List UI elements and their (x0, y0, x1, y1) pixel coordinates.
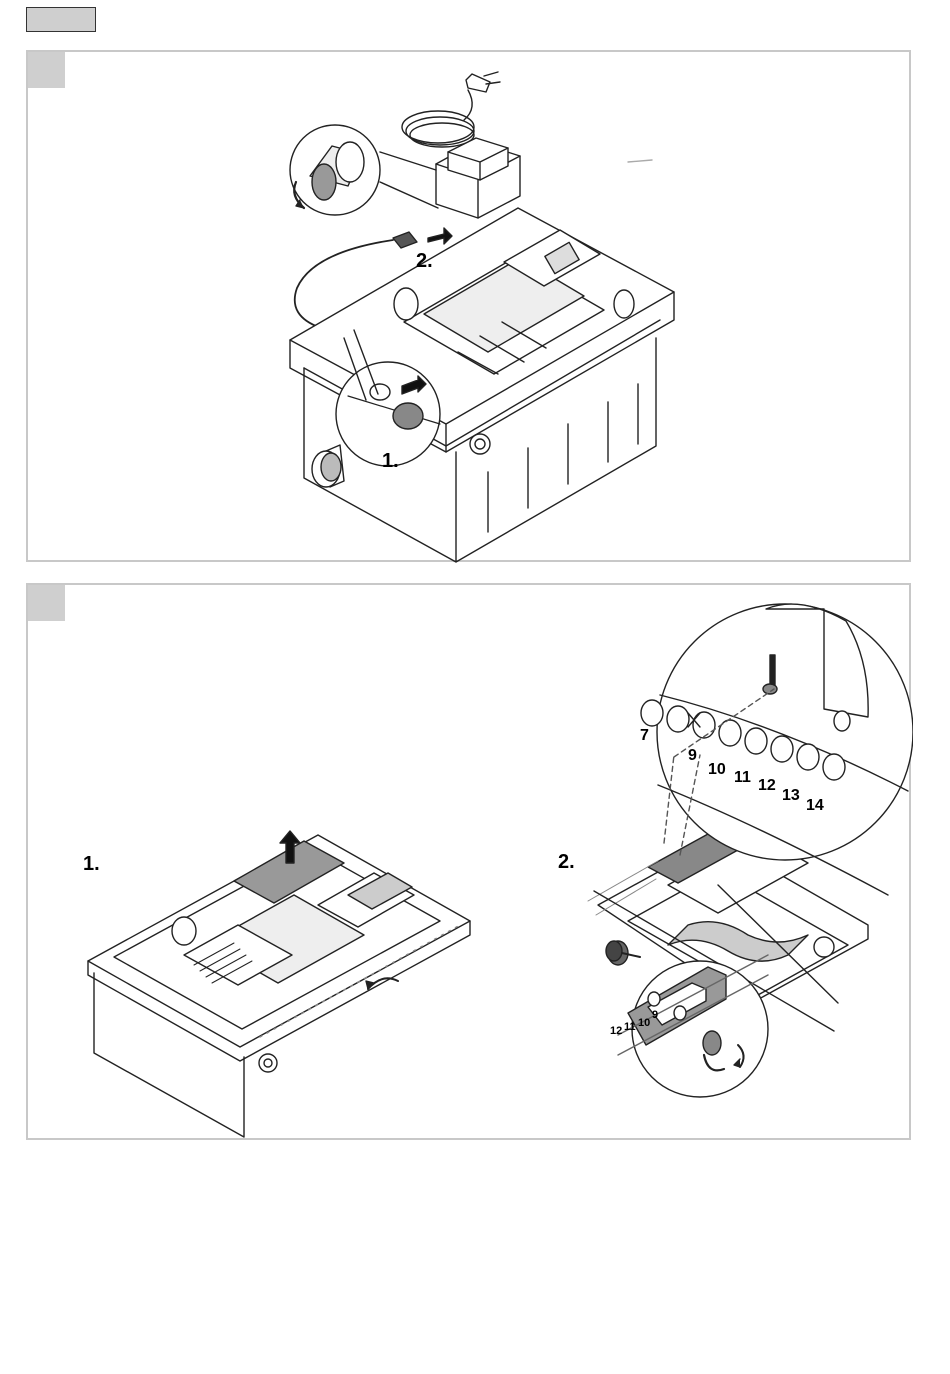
page-tab-marker (26, 7, 96, 32)
inset-number-9: 9 (652, 1009, 658, 1021)
filter-box-left-icon (88, 831, 470, 1137)
figure-1-illustration (28, 52, 913, 564)
figure-1-panel: 1. 2. (26, 50, 911, 562)
terminal-number-13: 13 (782, 787, 800, 805)
connector-detail-circle (290, 125, 438, 215)
outlet-fitting-icon (312, 445, 344, 487)
figure-2-panel: 1. 2. 7 9 10 11 12 13 14 12 11 10 9 (26, 583, 911, 1140)
inset-number-10: 10 (638, 1017, 650, 1029)
step-1-label: 1. (83, 853, 100, 876)
step-1-label: 1. (382, 450, 399, 473)
terminal-number-7: 7 (640, 727, 649, 745)
inset-number-12: 12 (610, 1025, 622, 1037)
terminal-number-10: 10 (708, 761, 726, 779)
inset-number-11: 11 (624, 1021, 636, 1033)
step-2-label: 2. (558, 851, 575, 874)
cable-coil-icon (402, 90, 474, 147)
terminal-number-14: 14 (806, 797, 824, 815)
transformer-icon (436, 138, 520, 218)
step-2-label: 2. (416, 250, 433, 273)
terminal-number-11: 11 (734, 769, 751, 787)
figure-2-illustration (28, 585, 913, 1142)
terminal-number-9: 9 (688, 747, 697, 765)
power-plug-icon (466, 72, 500, 92)
terminal-number-12: 12 (758, 777, 776, 795)
